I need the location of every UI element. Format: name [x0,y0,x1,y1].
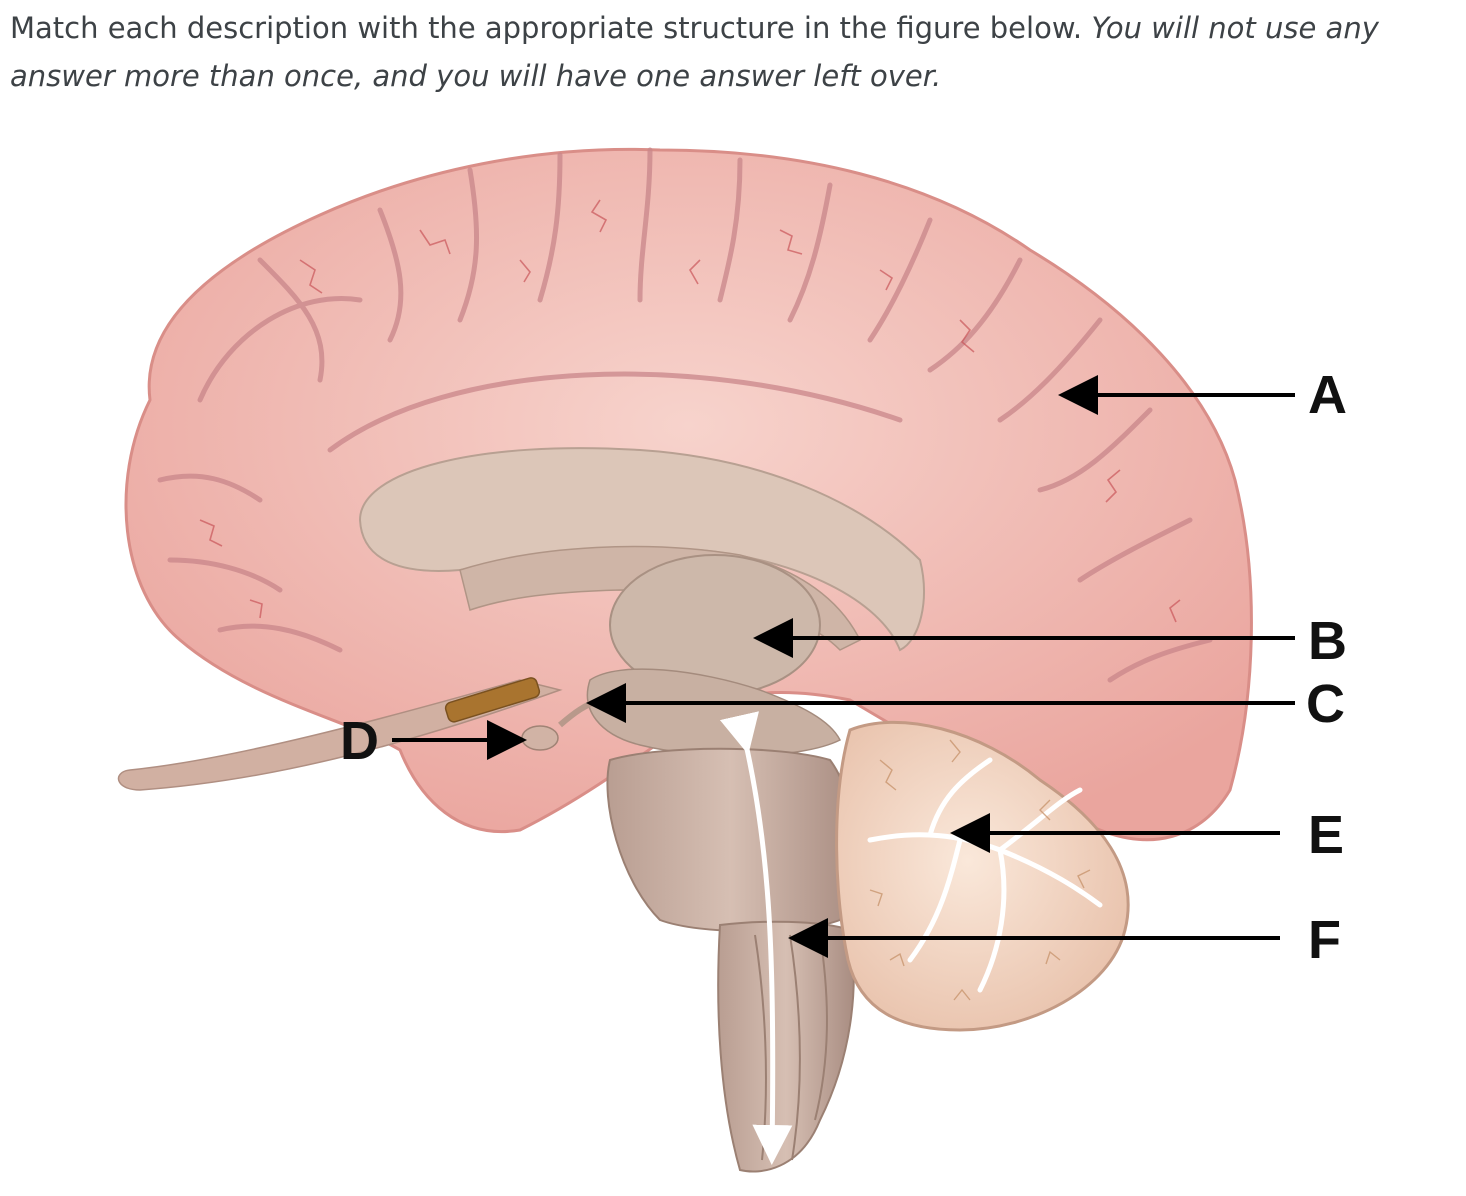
question-text: Match each description with the appropri… [10,4,1450,100]
label-d: D [340,711,379,771]
pituitary-gland [521,725,559,751]
label-b: B [1308,611,1347,671]
label-f: F [1308,910,1341,970]
label-e: E [1308,805,1344,865]
brainstem-direction-arrow [719,711,793,1165]
medulla-oblongata [717,920,855,1173]
label-c: C [1306,674,1345,734]
surface-vessels [199,199,1181,623]
optic-nerve [444,677,541,723]
arbor-vitae [867,757,1103,993]
question-note: You will not use any answer more than on… [10,11,1379,93]
cerebellar-folia [869,739,1091,1001]
label-a: A [1308,365,1347,425]
gyri-folds [157,147,1213,683]
cerebellum [835,720,1130,1032]
question-instruction: Match each description with the appropri… [10,11,1083,45]
pons [606,747,855,933]
